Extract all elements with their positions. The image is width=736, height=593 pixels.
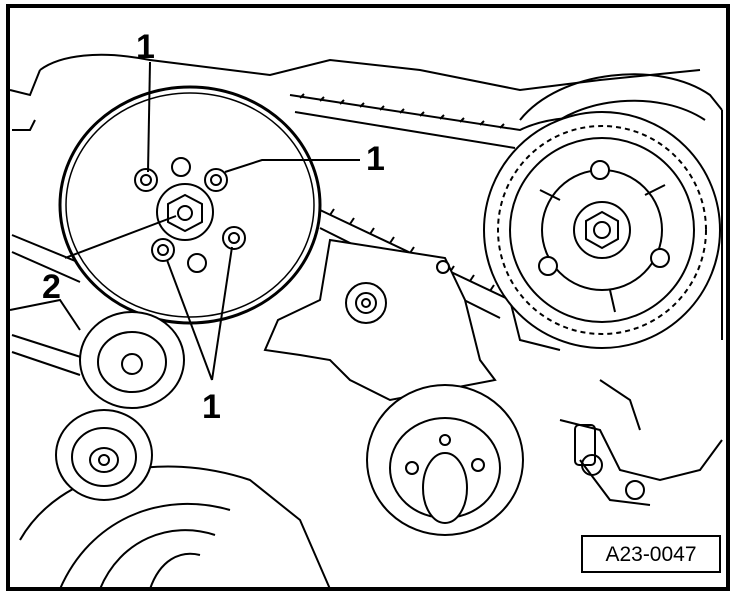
bolt-top-right [204,168,228,192]
idler-pulleys [55,311,185,501]
callout-bolt-top-left: 1 [136,28,155,66]
hub-center-bolt [156,183,214,241]
callout-bolt-top-right: 1 [366,140,385,178]
leader-lines [64,61,360,381]
bolt-top-left [134,168,158,192]
callout-hub-center-bolt: 2 [42,268,61,306]
reference-code: A23-0047 [605,543,696,566]
reference-code-box: A23-0047 [581,535,721,573]
engine-background [9,53,723,590]
water-pump-pulley [366,384,524,536]
callout-bolts-bottom: 1 [202,388,221,426]
bolt-bottom-right [222,226,246,250]
pulley-bolts [134,157,246,273]
bolt-bottom-left [151,238,175,262]
camshaft-sprocket [483,111,721,349]
tensioner-bracket [263,238,497,402]
